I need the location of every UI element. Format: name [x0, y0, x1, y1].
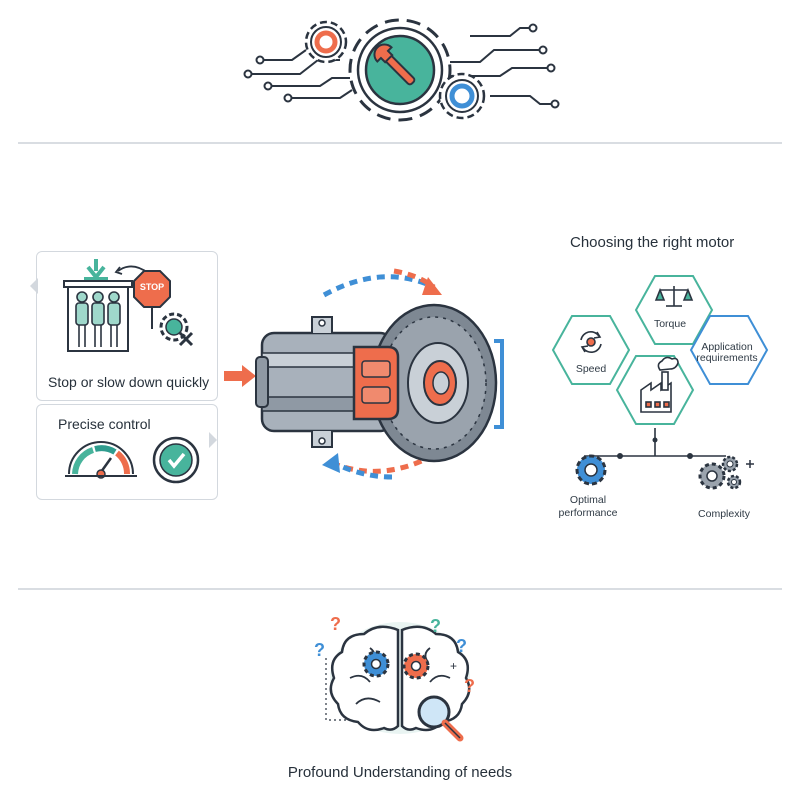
input-arrow-icon: [224, 365, 256, 387]
speed-hexagon: [551, 315, 631, 385]
magnifier-icon: [417, 695, 464, 742]
application-label: Application requirements: [696, 341, 758, 364]
complexity-gears-icon: [698, 455, 754, 490]
torque-label: Torque: [653, 318, 687, 330]
gauge-icon: [65, 441, 137, 479]
blue-brain-gear-icon: [362, 650, 390, 678]
svg-text:?: ?: [314, 640, 325, 660]
torque-hexagon: [634, 275, 714, 345]
motor-selection-hexagons: [551, 275, 769, 490]
orange-gear-icon: [304, 20, 348, 64]
motor-brake-illustration: [224, 268, 504, 480]
elevator-stop-illustration: [63, 259, 194, 352]
bottom-divider: [18, 588, 782, 590]
speed-label: Speed: [575, 363, 607, 375]
svg-text:?: ?: [464, 676, 475, 696]
application-hexagon: [689, 315, 769, 385]
precise-control-label: Precise control: [58, 416, 151, 432]
arrow-down-icon: [86, 259, 106, 281]
svg-text:?: ?: [330, 614, 341, 634]
card-pointer-left: [30, 278, 38, 294]
optimal-performance-label: Optimal performance: [558, 494, 618, 519]
stop-sign-text: STOP: [139, 282, 165, 292]
orange-brain-gear-icon: [402, 652, 430, 680]
gear-cross-icon: [159, 312, 194, 347]
stop-sign-icon: [133, 270, 171, 329]
svg-text:+: +: [450, 659, 457, 673]
svg-text:?: ?: [430, 616, 441, 636]
profound-understanding-caption: Profound Understanding of needs: [287, 764, 513, 781]
brain-illustration: ? ? ? ? ? +: [314, 614, 475, 742]
wrench-gear-icon: [348, 18, 452, 122]
card-pointer-right: [209, 432, 217, 448]
factory-icon: [640, 356, 679, 413]
scale-icon: [654, 286, 694, 307]
precise-control-icons: [65, 436, 200, 484]
stop-slow-label: Stop or slow down quickly: [48, 374, 210, 390]
optimal-gear-icon: [575, 454, 607, 486]
blue-gear-icon: [438, 72, 486, 120]
choosing-motor-title: Choosing the right motor: [570, 234, 735, 251]
svg-text:?: ?: [456, 636, 467, 656]
speed-cycle-icon: [580, 331, 602, 353]
check-circle-icon: [152, 436, 200, 484]
gear-circuit-graphic: [243, 18, 560, 122]
top-divider: [18, 142, 782, 144]
complexity-label: Complexity: [698, 508, 750, 520]
